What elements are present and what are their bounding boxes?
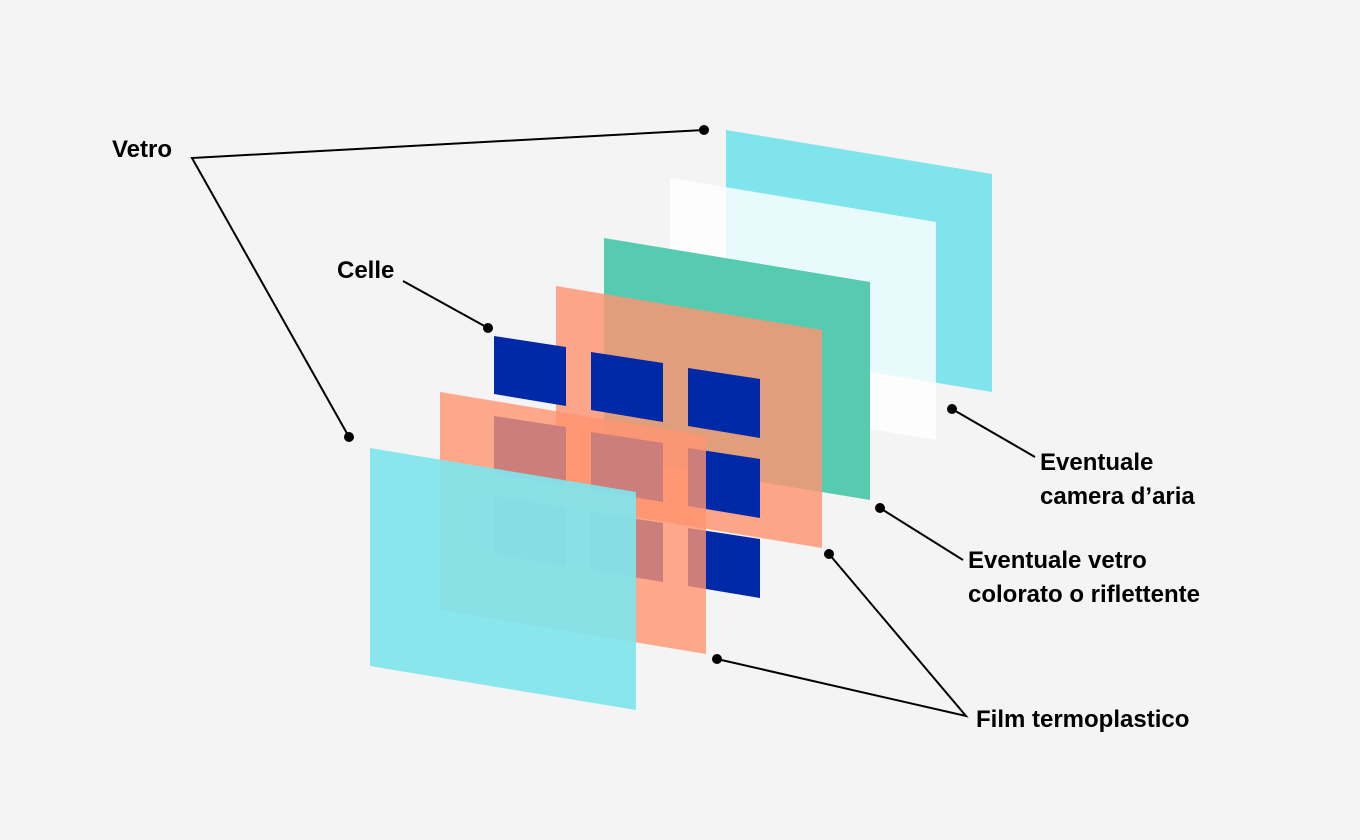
dot xyxy=(824,549,834,559)
dot xyxy=(875,503,885,513)
label-camera-2: camera d’aria xyxy=(1040,483,1195,510)
leader-vetro xyxy=(190,129,705,438)
leader-camera xyxy=(951,408,1036,458)
dot xyxy=(947,404,957,414)
dot xyxy=(344,432,354,442)
label-colorato-2: colorato o riflettente xyxy=(968,581,1201,608)
dot xyxy=(483,323,493,333)
dot xyxy=(712,654,722,664)
leader-colorato xyxy=(879,507,964,561)
dot xyxy=(699,125,709,135)
solar-cell xyxy=(688,368,760,438)
leader-dots xyxy=(344,125,957,664)
solar-cell xyxy=(494,336,566,406)
leader-celle xyxy=(402,280,489,329)
label-vetro: Vetro xyxy=(112,136,173,163)
front-glass-layer xyxy=(370,448,636,710)
label-celle: Celle xyxy=(337,257,395,284)
solar-cell xyxy=(591,352,663,422)
leader-lines xyxy=(190,129,1036,718)
label-colorato-1: Eventuale vetro xyxy=(968,547,1147,574)
label-camera-1: Eventuale xyxy=(1040,449,1154,476)
label-film: Film termoplastico xyxy=(976,706,1190,733)
leader-film xyxy=(716,553,969,718)
